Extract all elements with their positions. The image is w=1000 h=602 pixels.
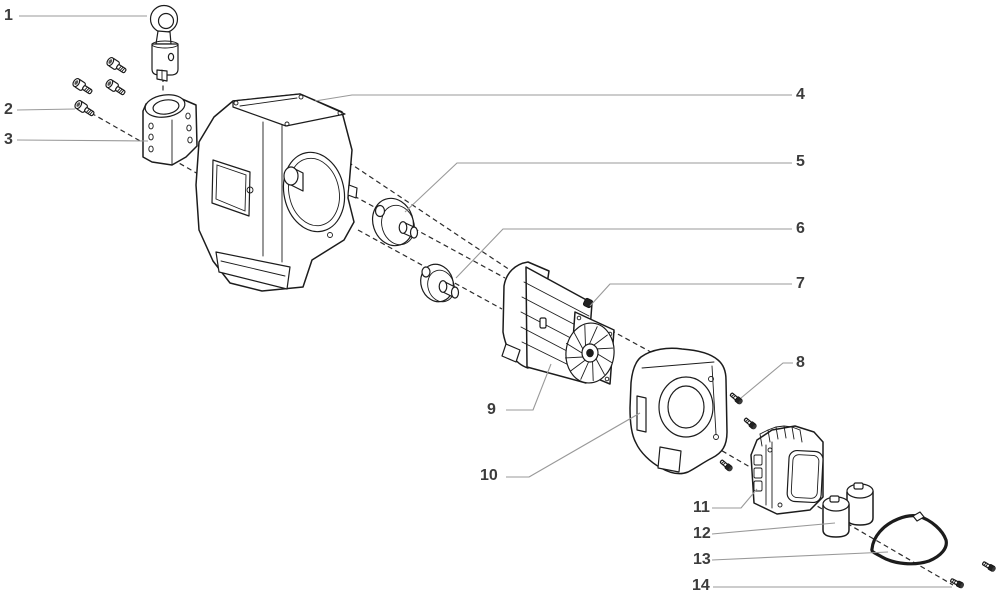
- piston-rod: [149, 4, 179, 82]
- callout-13: 13: [693, 552, 711, 568]
- callout-9-label: 9: [487, 401, 496, 418]
- callout-10-label: 10: [480, 467, 498, 484]
- large-gear: [371, 197, 419, 247]
- capacitor: [822, 482, 874, 538]
- callout-4: 4: [796, 87, 805, 103]
- callout-8-label: 8: [796, 354, 805, 371]
- callout-11: 11: [693, 500, 710, 516]
- leader-lines: [16, 15, 952, 588]
- motor: [501, 261, 615, 385]
- callout-3-label: 3: [4, 131, 13, 148]
- callout-9: 9: [487, 402, 496, 418]
- callout-6-label: 6: [796, 220, 805, 237]
- callout-14-label: 14: [692, 577, 710, 594]
- callout-11-label: 11: [693, 499, 710, 516]
- callout-6: 6: [796, 221, 805, 237]
- gasket: [870, 511, 948, 566]
- mounting-screws: [70, 55, 129, 119]
- callout-13-label: 13: [693, 551, 711, 568]
- callout-4-label: 4: [796, 86, 805, 103]
- callout-14: 14: [692, 578, 710, 594]
- callout-7-label: 7: [796, 275, 805, 292]
- edge-screw: [980, 559, 998, 574]
- callout-5-label: 5: [796, 153, 805, 170]
- pump-clamp-block: [142, 94, 198, 166]
- fan-blades: [564, 324, 614, 382]
- small-gear: [420, 263, 460, 303]
- callout-10: 10: [480, 468, 498, 484]
- shroud-screw: [728, 391, 745, 406]
- callout-12-label: 12: [693, 525, 711, 542]
- callout-1-label: 1: [4, 7, 13, 24]
- gearbox-housing: [195, 93, 358, 292]
- callout-8: 8: [796, 355, 805, 371]
- callout-12: 12: [693, 526, 711, 542]
- callout-1: 1: [4, 8, 13, 24]
- callout-3: 3: [4, 132, 13, 148]
- callout-2: 2: [4, 102, 13, 118]
- motor-shroud: [629, 347, 728, 475]
- callout-2-label: 2: [4, 101, 13, 118]
- callout-7: 7: [796, 276, 805, 292]
- callout-5: 5: [796, 154, 805, 170]
- control-module: [750, 425, 824, 515]
